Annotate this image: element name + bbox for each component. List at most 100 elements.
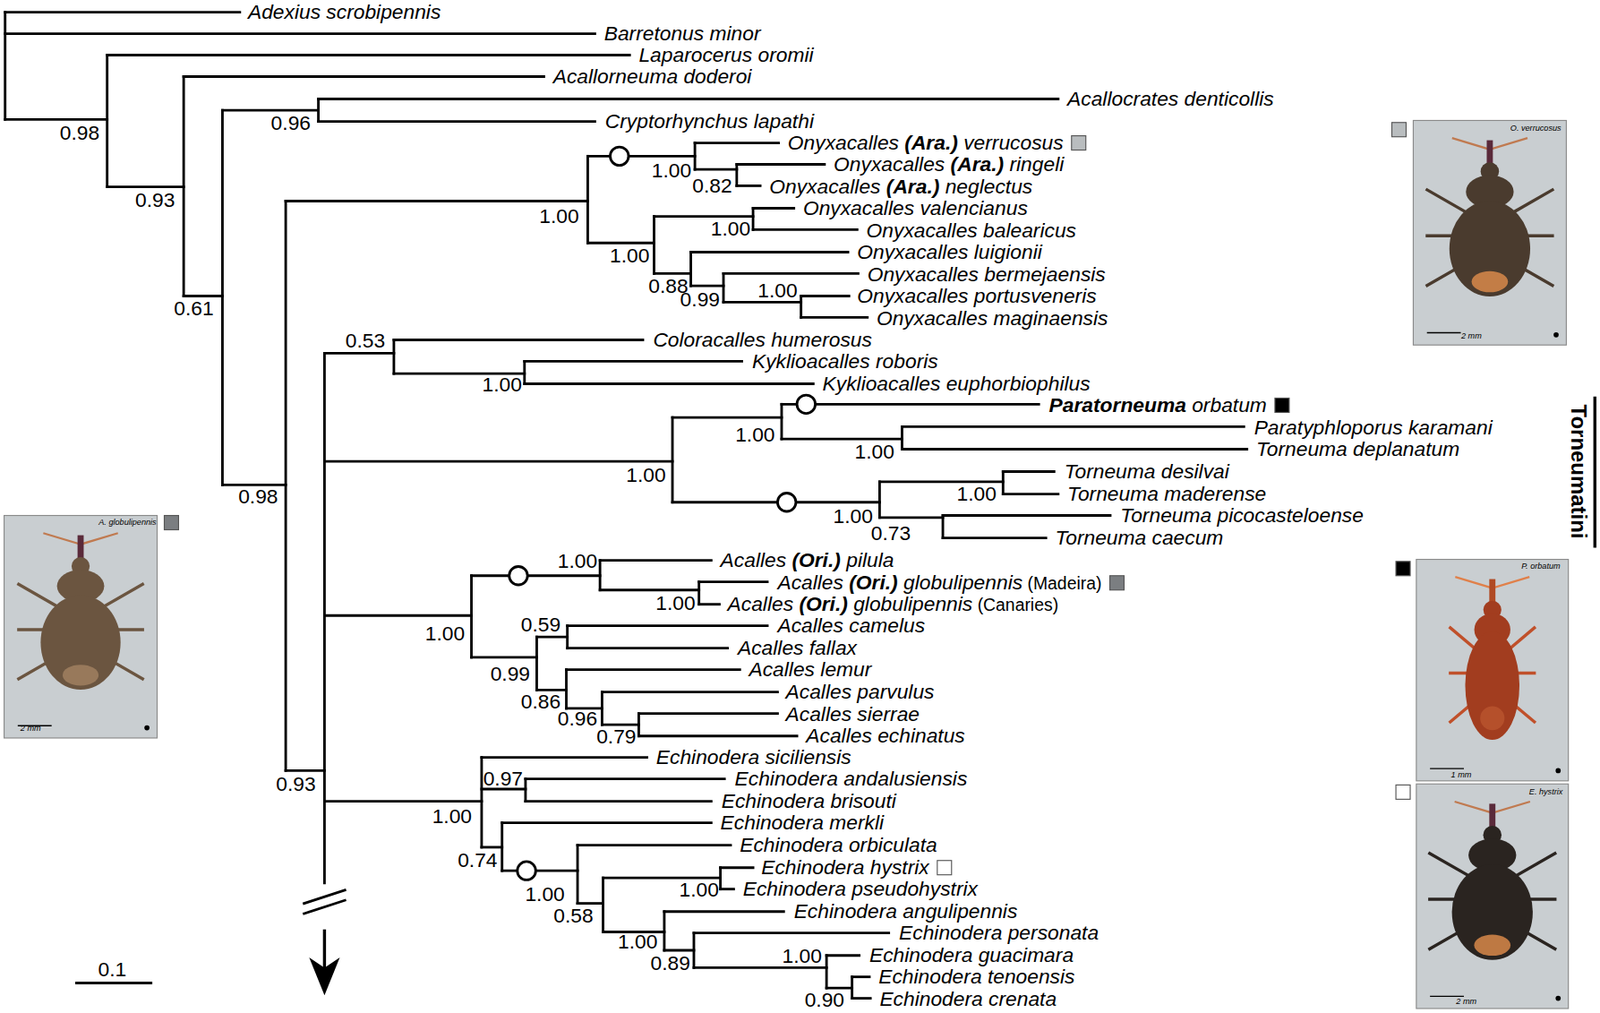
- label-part: Kyklioacalles roboris: [752, 349, 939, 372]
- taxon-label: Laparocerus oromii: [638, 42, 813, 67]
- tree-branch: [720, 887, 735, 890]
- label-part: 1.00: [482, 373, 522, 396]
- beetle-antenna: [43, 533, 81, 545]
- tree-branch: [182, 76, 186, 296]
- label-part: (Ara.): [950, 152, 1005, 175]
- label-part: Acalles: [777, 571, 849, 594]
- tree-branch: [598, 560, 602, 591]
- trait-square: [1395, 561, 1411, 576]
- label-part: 0.53: [345, 329, 386, 352]
- beetle-leg: [1427, 189, 1466, 213]
- tree-branch: [735, 163, 738, 186]
- label-part: 1.00: [432, 804, 472, 828]
- label-part: Torneumatini: [1567, 404, 1592, 540]
- tree-branch: [736, 162, 825, 166]
- label-part: Onyxacalles bermejaensis: [867, 262, 1106, 285]
- tree-branch: [699, 602, 720, 606]
- tree-branch: [471, 573, 601, 577]
- taxon-label: Onyxacalles bermejaensis: [867, 262, 1106, 286]
- photo-dot: [144, 725, 150, 731]
- label-part: orbatum: [1186, 393, 1267, 416]
- taxon-label: Acallocrates denticollis: [1067, 86, 1275, 111]
- beetle-leg: [1429, 853, 1469, 876]
- label-part: 2 mm: [20, 723, 42, 733]
- label-part: Torneuma deplanatum: [1256, 436, 1460, 460]
- label-part: E. hystrix: [1529, 787, 1564, 796]
- label-part: Kyklioacalles euphorbiophilus: [822, 371, 1091, 394]
- taxon-label: Acalles camelus: [777, 614, 925, 638]
- taxon-label: Echinodera orbiculata: [739, 833, 937, 857]
- tree-branch: [942, 513, 1111, 517]
- taxon-label: Echinodera andalusiensis: [735, 766, 968, 790]
- tree-branch: [318, 119, 596, 123]
- taxon-label: Torneuma deplanatum: [1256, 436, 1460, 461]
- support-value: 0.96: [271, 111, 311, 136]
- label-part: Acalles echinatus: [805, 724, 965, 747]
- taxon-label: Echinodera angulipennis: [794, 899, 1019, 924]
- taxon-label: Onyxacalles (Ara.) verrucosus: [787, 130, 1064, 155]
- photo-caption: O. verrucosus: [1510, 123, 1562, 133]
- label-part: 1.00: [557, 549, 598, 573]
- tree-branch: [801, 294, 850, 298]
- taxon-label: Acalles sierrae: [786, 702, 920, 727]
- node-circle: [796, 394, 816, 414]
- support-value: 0.73: [871, 521, 911, 546]
- tree-branch: [587, 241, 654, 245]
- tree-branch: [672, 416, 782, 420]
- tree-branch: [481, 755, 648, 759]
- label-part: 1.00: [678, 878, 719, 901]
- tree-branch: [1002, 470, 1054, 473]
- photo-scale-bar: [1427, 332, 1460, 334]
- label-part: 0.89: [650, 951, 691, 975]
- tree-branch: [852, 975, 870, 978]
- tree-branch: [107, 53, 631, 57]
- beetle-leg: [1508, 627, 1535, 650]
- support-value: 1.00: [425, 622, 465, 646]
- tree-branch: [471, 656, 538, 659]
- tree-branch: [576, 845, 580, 904]
- photo-caption: 2 mm: [20, 723, 42, 733]
- tree-branch: [691, 284, 724, 288]
- label-part: 0.59: [521, 612, 561, 635]
- beetle-elytra: [1449, 200, 1531, 297]
- label-part: P. orbatum: [1521, 561, 1560, 571]
- tree-branch: [941, 515, 945, 539]
- support-value: 0.90: [804, 988, 845, 1012]
- taxon-label: Kyklioacalles euphorbiophilus: [822, 371, 1091, 395]
- label-part: 0.99: [680, 288, 720, 311]
- tree-branch: [601, 877, 605, 932]
- taxon-label: Onyxacalles valencianus: [803, 196, 1028, 220]
- tree-branch: [502, 821, 712, 824]
- tree-branch: [878, 481, 882, 518]
- tree-branch: [221, 110, 224, 485]
- support-value: 0.74: [457, 848, 497, 873]
- label-part: 0.82: [692, 173, 732, 197]
- support-value: 1.00: [609, 244, 650, 268]
- photo-dot: [1555, 995, 1561, 1002]
- taxon-label: Torneuma maderense: [1067, 481, 1267, 505]
- tree-branch: [781, 437, 902, 441]
- beetle-leg: [1514, 189, 1553, 213]
- tree-branch: [183, 75, 544, 78]
- taxon-label: Kyklioacalles roboris: [752, 349, 939, 373]
- tree-branch: [1002, 492, 1059, 496]
- label-part: Onyxacalles: [769, 174, 886, 197]
- trait-square: [1395, 784, 1411, 799]
- beetle-leg: [104, 583, 143, 606]
- tree-branch: [720, 865, 753, 869]
- tree-branch: [285, 199, 588, 203]
- tree-branch: [324, 799, 482, 803]
- support-value: 1.00: [956, 481, 996, 505]
- support-value: 1.00: [782, 944, 822, 968]
- label-part: 0.61: [173, 296, 214, 319]
- taxon-label: Onyxacalles balearicus: [866, 218, 1077, 242]
- tree-branch: [565, 625, 569, 649]
- tree-branch: [536, 635, 567, 639]
- label-part: 0.86: [521, 690, 561, 713]
- tree-branch: [722, 273, 726, 302]
- tree-branch: [600, 692, 604, 725]
- label-part: 1.00: [425, 622, 465, 645]
- tree-branch: [1001, 471, 1005, 495]
- tree-branch: [689, 251, 693, 286]
- label-part: 0.1: [98, 958, 128, 981]
